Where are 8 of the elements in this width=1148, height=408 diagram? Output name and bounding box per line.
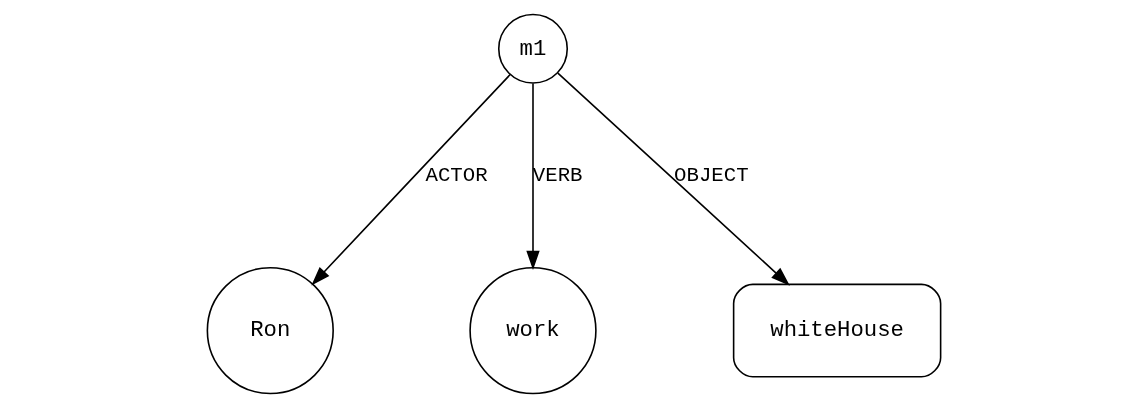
arrow xyxy=(557,72,790,286)
node-circle: work xyxy=(469,266,597,395)
edge-label: OBJECT xyxy=(674,163,749,187)
node-box: whiteHouse xyxy=(732,283,942,378)
node-circle: m1 xyxy=(497,13,569,84)
arrow xyxy=(311,73,511,286)
arrow xyxy=(526,82,540,270)
edge-label: ACTOR xyxy=(425,163,488,187)
